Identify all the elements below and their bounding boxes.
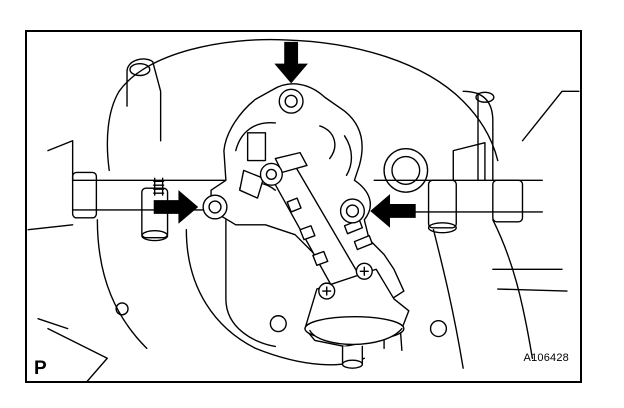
left-bolt-arrow <box>153 190 199 224</box>
center-bolt <box>259 162 283 186</box>
callout-arrows <box>153 41 416 228</box>
right-bolt <box>339 198 365 224</box>
view-letter: P <box>34 358 47 379</box>
figure-frame: P A106428 <box>25 30 582 383</box>
figure-code: A106428 <box>523 352 569 364</box>
engine-illustration <box>27 38 580 381</box>
bolts <box>202 88 365 224</box>
left-bolt <box>202 194 228 220</box>
top-bolt <box>278 88 304 114</box>
right-bolt-arrow <box>370 194 416 228</box>
vacuum-actuator <box>304 262 410 369</box>
top-bolt-arrow <box>274 41 308 84</box>
